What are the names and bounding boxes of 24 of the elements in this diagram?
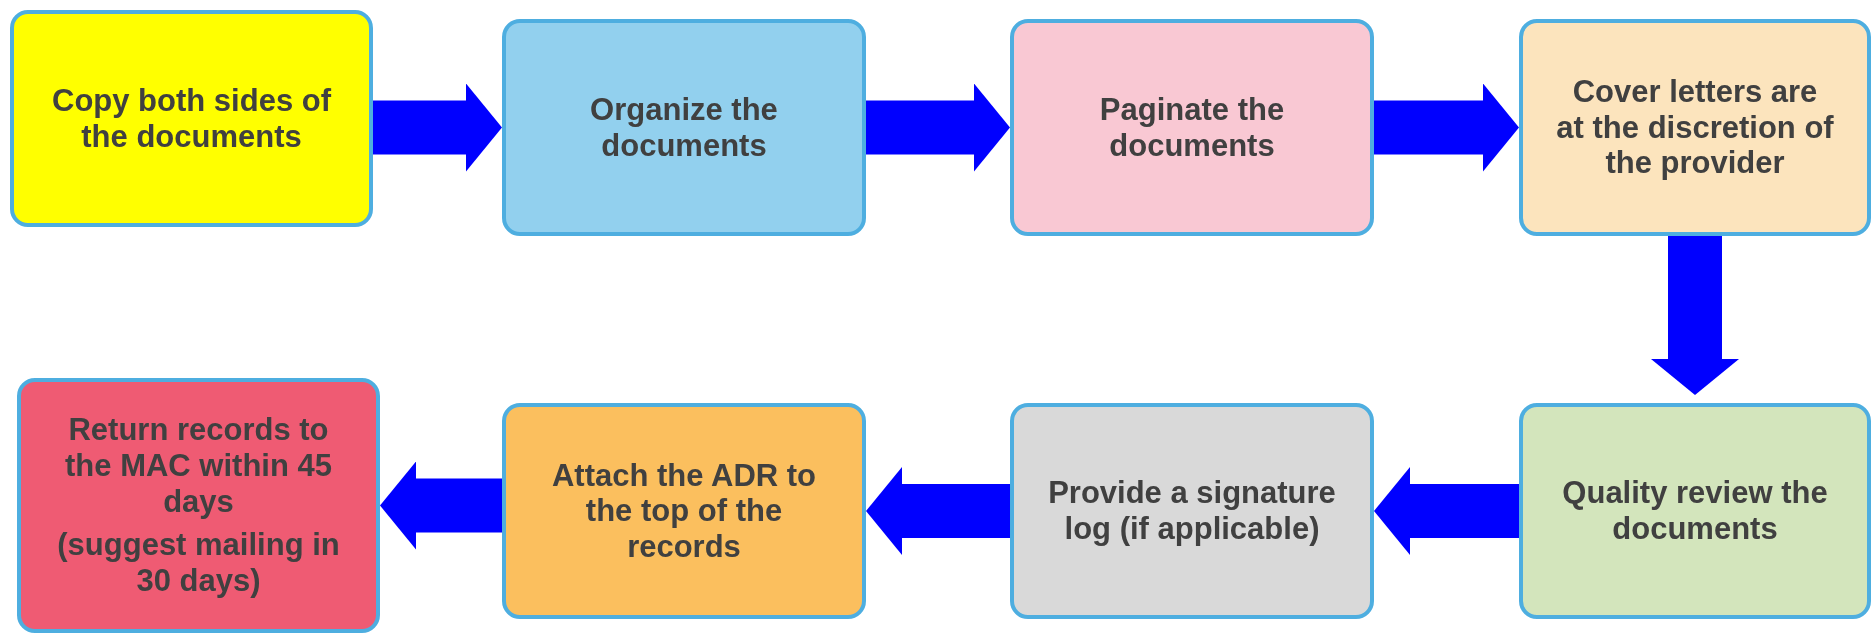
process-box [1010,19,1374,236]
step-text: Provide a signature log (if applicable) [1047,475,1337,547]
step-text: Quality review the documents [1561,475,1829,547]
step-text: Paginate the documents [1098,91,1286,164]
process-box [1519,19,1871,236]
block-arrow [866,83,1010,172]
block-arrow [373,83,502,172]
step-text: Cover letters are at the discretion of the provider [1555,74,1835,181]
block-arrow [380,461,502,550]
process-box [10,10,373,227]
process-box [502,403,866,619]
block-arrow [866,467,1010,555]
process-box [1519,403,1871,619]
step-text: Organize the documents [589,91,779,164]
block-arrow [1651,236,1739,395]
block-arrow [1374,83,1519,172]
process-box [502,19,866,236]
step-text: Return records to the MAC within 45 days [64,412,333,520]
step-text: Attach the ADR to the top of the records [550,457,818,565]
process-box [1010,403,1374,619]
step-text: Copy both sides of the documents [51,82,332,155]
block-arrow [1374,467,1519,555]
step-text: (suggest mailing in 30 days) [56,527,341,599]
process-box [17,378,380,633]
